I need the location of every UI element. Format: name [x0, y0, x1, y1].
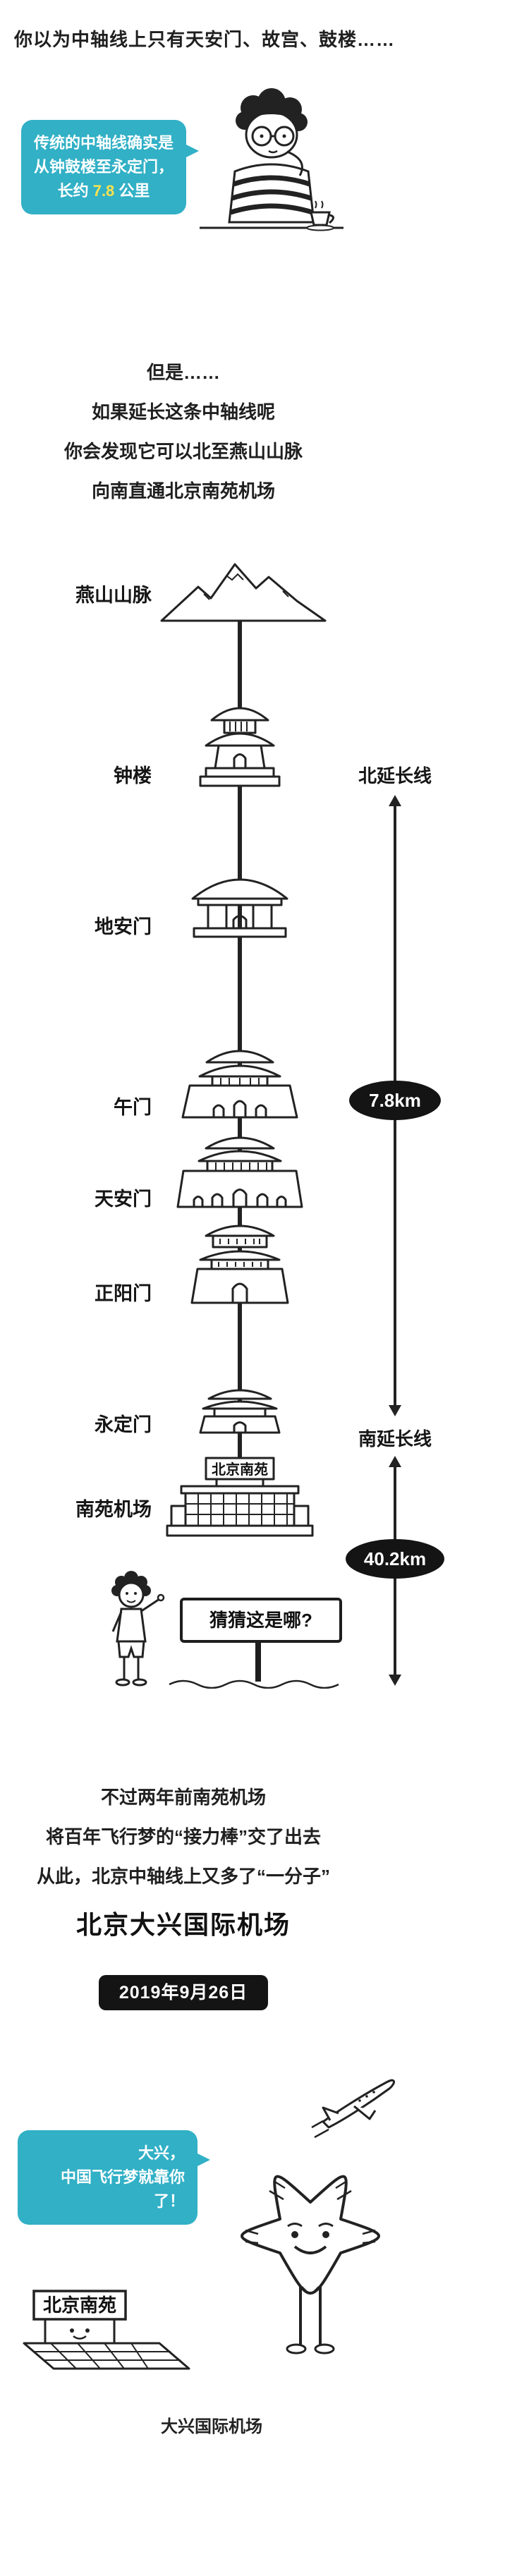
label-tiananmen: 天安门	[95, 1189, 152, 1210]
label-south-extension: 南延长线	[358, 1428, 432, 1450]
paragraph-extend-axis: 但是…… 如果延长这条中轴线呢 你会发现它可以北至燕山山脉 向南直通北京南苑机场	[0, 353, 367, 511]
speech-bubble-daxing: 大兴， 中国飞行梦就靠你了！	[18, 2130, 210, 2225]
nanyuan-board-text: 北京南苑	[43, 2295, 116, 2316]
label-wumen: 午门	[114, 1097, 152, 1118]
sign-post	[255, 1643, 261, 1682]
yongdingmen-illustration	[199, 1389, 281, 1434]
label-dianmen: 地安门	[95, 916, 152, 937]
daxing-terminal-mascot	[241, 2175, 380, 2355]
label-bell-tower: 钟楼	[114, 765, 152, 786]
intro-text: 你以为中轴线上只有天安门、故宫、鼓楼……	[14, 29, 396, 50]
bell-tower-illustration	[199, 695, 281, 787]
para2-line3: 从此，北京中轴线上又多了“一分子”	[36, 1866, 330, 1887]
daxing-airport-title: 北京大兴国际机场	[75, 1910, 291, 1939]
para1-line3: 你会发现它可以北至燕山山脉	[63, 441, 303, 462]
footer-caption: 大兴国际机场	[161, 2417, 262, 2436]
para1-line2: 如果延长这条中轴线呢	[91, 401, 275, 423]
airplane-icon	[311, 2079, 395, 2139]
bubble1-line3-highlight: 7.8	[92, 182, 115, 200]
central-axis-line	[238, 618, 242, 1462]
bubble2-line1: 大兴，	[138, 2144, 185, 2162]
wumen-illustration	[181, 1050, 298, 1119]
ground-line	[169, 1679, 339, 1689]
dianmen-illustration	[191, 878, 288, 938]
bubble2-line2: 中国飞行梦就靠你了！	[60, 2168, 185, 2210]
label-zhengyangmen: 正阳门	[95, 1283, 152, 1304]
label-yongdingmen: 永定门	[95, 1414, 152, 1435]
distance-badge-7-8km: 7.8km	[349, 1081, 441, 1120]
para2-line1: 不过两年前南苑机场	[100, 1787, 266, 1808]
distance-badge-40-2km: 40.2km	[346, 1539, 444, 1579]
speech-bubble-traditional-axis: 传统的中轴线确实是 从钟鼓楼至永定门， 长约 7.8 公里	[21, 120, 199, 214]
bubble1-line3-suffix: 公里	[114, 182, 150, 200]
nanyuan-board-illustration: 北京南苑	[23, 2290, 190, 2370]
date-badge: 2019年9月26日	[99, 1975, 268, 2010]
bubble1-tail-icon	[185, 144, 199, 158]
label-yanshan: 燕山山脉	[75, 585, 152, 606]
paragraph-daxing-intro: 不过两年前南苑机场 将百年飞行梦的“接力棒”交了出去 从此，北京中轴线上又多了“…	[0, 1778, 367, 1896]
bubble1-line3-prefix: 长约	[57, 182, 93, 200]
zhengyangmen-illustration	[190, 1225, 289, 1304]
bubble2-tail-icon	[196, 2153, 210, 2167]
bubble1-line2: 从钟鼓楼至永定门，	[34, 158, 174, 176]
tea-drinker-illustration	[200, 88, 343, 231]
para1-line4: 向南直通北京南苑机场	[91, 480, 275, 502]
label-north-extension: 北延长线	[358, 765, 432, 786]
bubble1-line3: 长约 7.8 公里	[34, 179, 174, 203]
bubble1-line1: 传统的中轴线确实是	[34, 134, 174, 152]
pointing-boy-illustration	[111, 1571, 165, 1687]
yanshan-mountain-illustration	[160, 563, 327, 622]
para1-line1: 但是……	[146, 362, 220, 383]
tiananmen-illustration	[176, 1136, 303, 1208]
para2-line2: 将百年飞行梦的“接力棒”交了出去	[45, 1826, 321, 1847]
label-nanyuan-airport: 南苑机场	[75, 1499, 152, 1520]
guess-sign: 猜猜这是哪?	[180, 1598, 342, 1643]
nanyuan-airport-illustration: 北京南苑	[166, 1457, 314, 1537]
nanyuan-sign-text: 北京南苑	[212, 1461, 268, 1478]
